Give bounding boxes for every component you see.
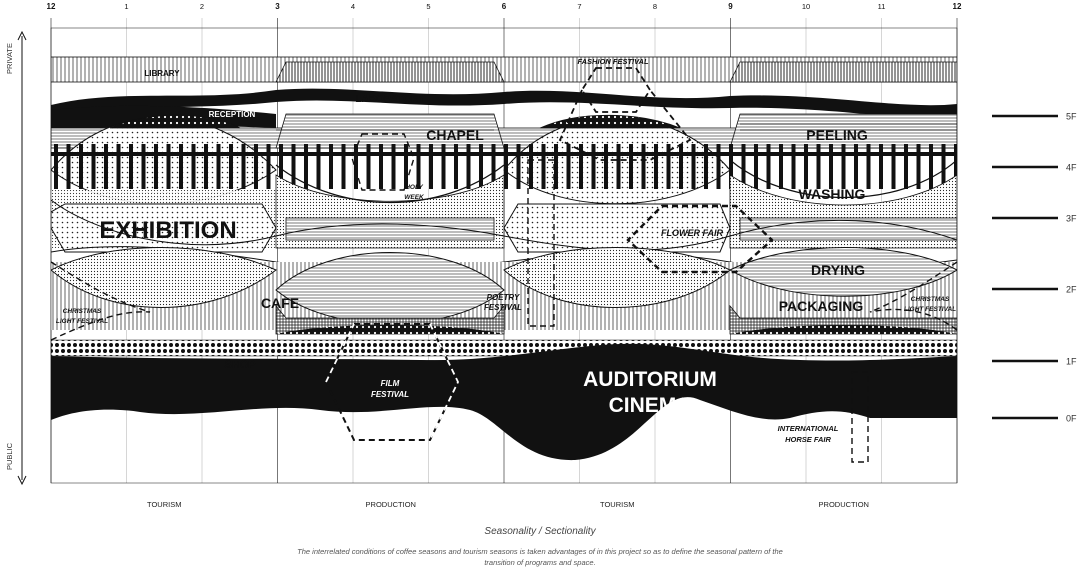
month-label-4: 4 bbox=[351, 2, 355, 11]
month-label-5: 5 bbox=[426, 2, 430, 11]
month-label-8: 8 bbox=[653, 2, 657, 11]
label-horse-1: INTERNATIONAL bbox=[778, 424, 839, 433]
month-label-11: 11 bbox=[878, 2, 886, 11]
label-holy-week-1: HOLY bbox=[405, 184, 423, 191]
label-cafe: CAFE bbox=[261, 295, 299, 311]
holy-week-outline bbox=[351, 133, 415, 191]
month-label-1: 1 bbox=[124, 2, 128, 11]
horse-fair-outline bbox=[851, 371, 869, 463]
label-poetry-1: POETRY bbox=[487, 293, 520, 302]
label-holy-week-2: WEEK bbox=[404, 194, 425, 201]
label-packaging: PACKAGING bbox=[779, 298, 864, 314]
label-cinema: CINEMA bbox=[609, 394, 692, 417]
season-label-0: TOURISM bbox=[147, 500, 181, 509]
label-exhibition: EXHIBITION bbox=[99, 217, 236, 244]
label-fashion-festival: FASHION FESTIVAL bbox=[577, 57, 649, 66]
month-label-3: 3 bbox=[275, 2, 280, 11]
private-public-axis: PRIVATE PUBLIC bbox=[5, 30, 27, 486]
caption-title: Seasonality / Sectionality bbox=[484, 526, 596, 537]
label-chapel: CHAPEL bbox=[426, 127, 484, 143]
floor-label-5F: 5F bbox=[1066, 112, 1077, 122]
month-label-9: 9 bbox=[728, 2, 733, 11]
month-label-2: 2 bbox=[200, 2, 204, 11]
laboratory-band bbox=[51, 88, 957, 120]
label-library: LIBRARY bbox=[144, 69, 180, 78]
season-label-2: TOURISM bbox=[600, 500, 634, 509]
month-label-0: 12 bbox=[47, 2, 56, 11]
floor-label-1F: 1F bbox=[1066, 357, 1077, 367]
caption-text: The interrelated conditions of coffee se… bbox=[297, 547, 783, 567]
label-peeling: PEELING bbox=[806, 127, 868, 143]
month-label-6: 6 bbox=[502, 2, 507, 11]
label-reception: RECEPTION bbox=[209, 110, 256, 119]
label-xmas-right-1: CHRISTMAS bbox=[911, 296, 950, 303]
axis-public-label: PUBLIC bbox=[5, 442, 14, 470]
floor-label-0F: 0F bbox=[1066, 414, 1077, 424]
label-xmas-left-1: CHRISTMAS bbox=[63, 308, 102, 315]
month-label-7: 7 bbox=[577, 2, 581, 11]
label-poetry-2: FESTIVAL bbox=[484, 303, 522, 312]
season-label-1: PRODUCTION bbox=[366, 500, 416, 509]
month-label-12: 12 bbox=[953, 2, 962, 11]
label-xmas-left-2: LIGHT FESTIVAL bbox=[56, 318, 108, 325]
floor-label-2F: 2F bbox=[1066, 285, 1077, 295]
label-flower-fair: FLOWER FAIR bbox=[661, 228, 723, 238]
label-film-2: FESTIVAL bbox=[371, 390, 409, 399]
poetry-festival-outline bbox=[527, 159, 555, 327]
season-labels: TOURISM PRODUCTION TOURISM PRODUCTION bbox=[147, 500, 869, 509]
label-drying: DRYING bbox=[811, 262, 865, 278]
auditorium-cinema-area bbox=[51, 368, 957, 461]
floor-levels: 5F 4F 3F 2F 1F 0F bbox=[992, 112, 1077, 424]
label-auditorium: AUDITORIUM bbox=[583, 368, 717, 391]
axis-private-label: PRIVATE bbox=[5, 43, 14, 74]
floor-label-4F: 4F bbox=[1066, 163, 1077, 173]
label-washing: WASHING bbox=[799, 186, 866, 202]
exhibition-band bbox=[51, 203, 277, 253]
drying-band bbox=[728, 247, 957, 297]
label-xmas-right-2: LIGHT FESTIVAL bbox=[904, 306, 956, 313]
flower-fair-outline bbox=[626, 204, 774, 274]
label-horse-2: HORSE FAIR bbox=[785, 435, 831, 444]
month-label-10: 10 bbox=[802, 2, 810, 11]
label-shop: SHOP bbox=[224, 359, 255, 371]
label-laboratory: LABORATORY bbox=[355, 94, 425, 105]
season-label-3: PRODUCTION bbox=[819, 500, 869, 509]
label-film-1: FILM bbox=[381, 379, 400, 388]
fashion-festival-outline bbox=[558, 67, 692, 161]
floor-label-3F: 3F bbox=[1066, 214, 1077, 224]
